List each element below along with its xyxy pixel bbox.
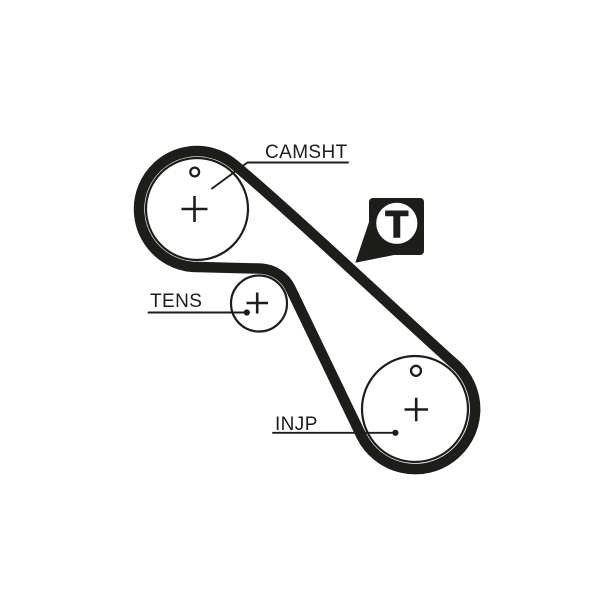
timing-mark-badge-circle [376, 202, 418, 244]
injection-pump-pulley-group [360, 354, 470, 464]
timing-mark-badge: T [355, 198, 424, 263]
injection-pump-label: INJP [275, 414, 318, 435]
tensioner-leader-dot [243, 309, 250, 316]
tensioner-label: TENS [150, 291, 202, 312]
timing-belt [133, 145, 481, 475]
tensioner-pulley-group [229, 274, 289, 333]
camshaft-timing-hole-icon [189, 166, 201, 178]
camshaft-pulley-group [144, 156, 250, 262]
timing-mark-letter: T [385, 204, 408, 245]
tensioner-plus-crosshair-icon [246, 292, 268, 314]
injection-pump-plus-crosshair-icon [404, 397, 428, 422]
injection-pump-timing-hole-icon [409, 364, 423, 377]
camshaft-leader-line [211, 161, 349, 190]
injection-pump-leader-dot [392, 429, 399, 436]
camshaft-plus-crosshair-icon [181, 196, 208, 222]
camshaft-label: CAMSHT [265, 142, 348, 163]
